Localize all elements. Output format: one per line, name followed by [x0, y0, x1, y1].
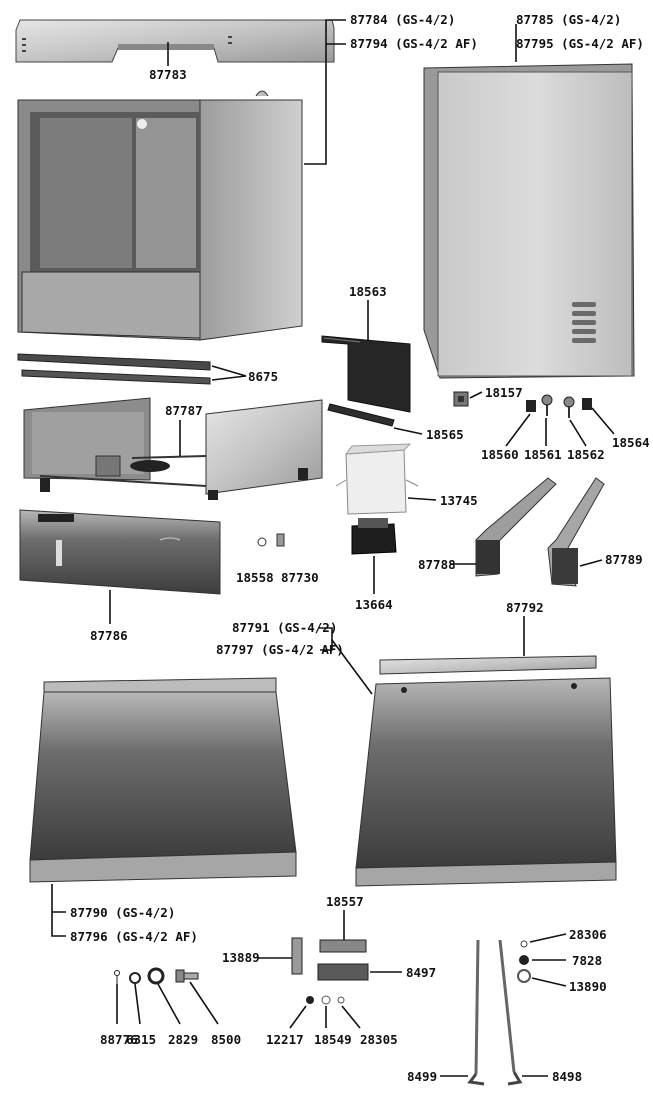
label-87784: 87784 (GS-4/2) — [350, 12, 455, 27]
label-87794: 87794 (GS-4/2 AF) — [350, 36, 478, 51]
label-87788: 87788 — [418, 557, 456, 572]
part-13890-washer — [517, 969, 531, 983]
part-8497-hinge — [317, 963, 369, 981]
part-18561-screw — [541, 394, 553, 416]
label-87783: 87783 — [149, 67, 187, 82]
label-87796: 87796 (GS-4/2 AF) — [70, 929, 198, 944]
label-18549: 18549 — [314, 1032, 352, 1047]
label-87786: 87786 — [90, 628, 128, 643]
part-87792-strip — [379, 655, 597, 675]
label-13890: 13890 — [569, 979, 607, 994]
part-18558-washer — [257, 537, 267, 547]
label-87789: 87789 — [605, 552, 643, 567]
label-87797: 87797 (GS-4/2 AF) — [216, 642, 344, 657]
label-87787: 87787 — [165, 403, 203, 418]
label-18565: 18565 — [426, 427, 464, 442]
label-13664: 13664 — [355, 597, 393, 612]
label-18564: 18564 — [612, 435, 650, 450]
part-87790-side-panel — [29, 677, 297, 883]
part-8499-rod — [467, 939, 485, 1086]
part-18549-washer — [321, 995, 331, 1005]
label-8499: 8499 — [407, 1069, 437, 1084]
label-8498: 8498 — [552, 1069, 582, 1084]
part-18560-clip — [526, 400, 536, 412]
label-8500: 8500 — [211, 1032, 241, 1047]
label-18157: 18157 — [485, 385, 523, 400]
part-2829-washer — [147, 967, 165, 985]
part-18157-hinge — [453, 391, 469, 407]
part-87786-drawer-front — [19, 509, 221, 595]
part-18564-clip — [582, 398, 592, 410]
label-2829: 2829 — [168, 1032, 198, 1047]
label-28306: 28306 — [569, 927, 607, 942]
part-13664-latch — [351, 518, 397, 555]
part-87787-drawer — [23, 397, 323, 500]
label-8497: 8497 — [406, 965, 436, 980]
label-87790: 87790 (GS-4/2) — [70, 905, 175, 920]
part-18565-strip — [327, 403, 395, 427]
part-87783-top-cover — [15, 19, 335, 63]
part-18562-screw — [563, 396, 575, 418]
label-28305: 28305 — [360, 1032, 398, 1047]
part-87788-bracket — [475, 477, 557, 577]
part-8500-bolt — [175, 969, 199, 983]
part-18557-hinge — [319, 939, 367, 953]
part-13745-bin — [335, 443, 419, 515]
label-87795: 87795 (GS-4/2 AF) — [516, 36, 644, 51]
label-7828: 7828 — [572, 953, 602, 968]
part-28306-washer — [520, 940, 528, 948]
part-87785-door — [423, 63, 635, 379]
label-18563: 18563 — [349, 284, 387, 299]
label-18562: 18562 — [567, 447, 605, 462]
label-12217: 12217 — [266, 1032, 304, 1047]
label-87730: 87730 — [281, 570, 319, 585]
part-8498-rod — [498, 939, 523, 1086]
label-18557: 18557 — [326, 894, 364, 909]
label-13745: 13745 — [440, 493, 478, 508]
label-87792: 87792 — [506, 600, 544, 615]
label-6315: 6315 — [126, 1032, 156, 1047]
part-18563-plate — [321, 335, 411, 413]
part-13889-plate — [291, 937, 303, 975]
label-87785: 87785 (GS-4/2) — [516, 12, 621, 27]
part-87730-screw — [276, 533, 285, 547]
label-8675: 8675 — [248, 369, 278, 384]
label-13889: 13889 — [222, 950, 260, 965]
label-18560: 18560 — [481, 447, 519, 462]
part-28305-washer — [337, 996, 345, 1004]
part-88776-pin — [114, 970, 120, 984]
label-88776: 88776 — [100, 1032, 138, 1047]
part-6315-washer — [129, 972, 141, 984]
part-7828-washer — [519, 955, 529, 965]
part-12217-washer — [306, 996, 314, 1004]
part-87791-side-panel — [355, 677, 617, 887]
part-8675-rails — [17, 353, 211, 385]
label-18561: 18561 — [524, 447, 562, 462]
part-87789-bracket — [547, 477, 605, 587]
part-87784-cabinet — [17, 90, 303, 341]
label-18558: 18558 — [236, 570, 274, 585]
label-87791: 87791 (GS-4/2) — [232, 620, 337, 635]
